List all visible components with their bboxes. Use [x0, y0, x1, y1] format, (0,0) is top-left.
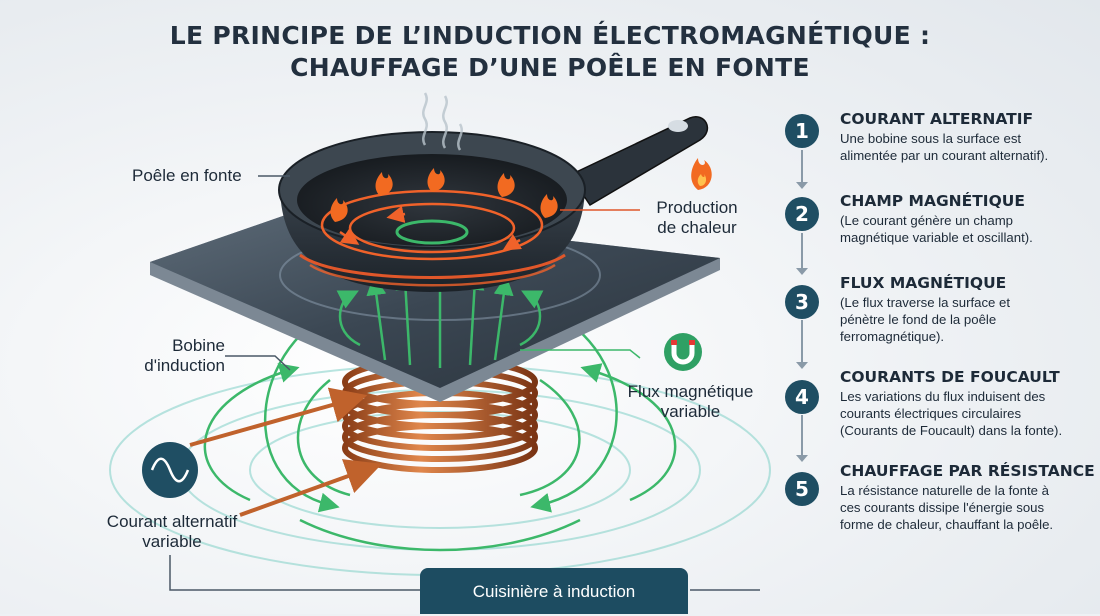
- step-2-line-2: magnétique variable et oscillant).: [840, 230, 1033, 245]
- label-heat-line-2: de chaleur: [657, 218, 737, 237]
- cooktop-banner: Cuisinière à induction: [420, 568, 688, 614]
- step-connector-arrow: [796, 455, 808, 462]
- label-heat: Production de chaleur: [652, 198, 742, 238]
- label-heat-line-1: Production: [656, 198, 738, 217]
- step-4-line-3: (Courants de Foucault) dans la fonte).: [840, 423, 1063, 438]
- field-lines-upper: [336, 268, 544, 368]
- step-2-text: (Le courant génère un champ magnétique v…: [840, 212, 1090, 246]
- step-5-title: CHAUFFAGE PAR RÉSISTANCE: [840, 462, 1095, 480]
- step-3-text: (Le flux traverse la surface et pénètre …: [840, 294, 1090, 345]
- label-current-line-1: Courant alternatif: [106, 512, 238, 531]
- step-3-title: FLUX MAGNÉTIQUE: [840, 274, 1007, 292]
- step-2-number: 2: [785, 197, 819, 231]
- sine-wave-icon: [142, 442, 198, 498]
- step-3-line-1: (Le flux traverse la surface et: [840, 295, 1011, 310]
- step-4-number: 4: [785, 380, 819, 414]
- step-1-text: Une bobine sous la surface est alimentée…: [840, 130, 1090, 164]
- step-4-text: Les variations du flux induisent des cou…: [840, 388, 1090, 439]
- leader-lines: [169, 175, 760, 591]
- step-5-line-3: forme de chaleur, chauffant la poêle.: [840, 517, 1054, 532]
- step-connector: [801, 233, 803, 268]
- step-connector: [801, 320, 803, 362]
- step-5-text: La résistance naturelle de la fonte à ce…: [840, 482, 1090, 533]
- title-line-2: CHAUFFAGE D’UNE POÊLE EN FONTE: [290, 53, 810, 82]
- pan-flames: [330, 168, 558, 222]
- step-2-title: CHAMP MAGNÉTIQUE: [840, 192, 1025, 210]
- step-5-line-2: ces courants dissipe l'énergie sous: [840, 500, 1045, 515]
- step-1-line-2: alimentée par un courant alternatif).: [840, 148, 1049, 163]
- supply-wires: [189, 387, 382, 517]
- step-3-line-3: ferromagnétique).: [840, 329, 945, 344]
- step-5-line-1: La résistance naturelle de la fonte à: [840, 483, 1049, 498]
- step-1-title: COURANT ALTERNATIF: [840, 110, 1034, 128]
- label-flux-line-2: variable: [660, 402, 721, 421]
- label-current-line-2: variable: [142, 532, 202, 551]
- step-connector-arrow: [796, 362, 808, 369]
- label-flux-line-1: Flux magnétique: [627, 382, 754, 401]
- step-4-title: COURANTS DE FOUCAULT: [840, 368, 1060, 386]
- step-5-number: 5: [785, 472, 819, 506]
- step-connector: [801, 415, 803, 455]
- step-connector-arrow: [796, 268, 808, 275]
- step-connector: [801, 150, 803, 182]
- title-line-1: LE PRINCIPE DE L’INDUCTION ÉLECTROMAGNÉT…: [169, 21, 931, 50]
- step-connector-arrow: [796, 182, 808, 189]
- label-current: Courant alternatif variable: [92, 512, 252, 552]
- label-coil-line-2: d'induction: [144, 356, 225, 375]
- label-coil: Bobine d'induction: [130, 336, 225, 376]
- step-3-line-2: pénètre le fond de la poêle: [840, 312, 997, 327]
- magnet-icon: [664, 333, 702, 371]
- step-3-number: 3: [785, 285, 819, 319]
- label-coil-line-1: Bobine: [172, 336, 225, 355]
- step-1-line-1: Une bobine sous la surface est: [840, 131, 1022, 146]
- label-flux: Flux magnétique variable: [618, 382, 763, 422]
- label-pan: Poêle en fonte: [132, 166, 242, 185]
- page-title: LE PRINCIPE DE L’INDUCTION ÉLECTROMAGNÉT…: [0, 20, 1100, 84]
- steam: [422, 92, 463, 151]
- step-4-line-2: courants électriques circulaires: [840, 406, 1022, 421]
- cooktop-plate: [150, 210, 720, 402]
- step-2-line-1: (Le courant génère un champ: [840, 213, 1014, 228]
- step-1-number: 1: [785, 114, 819, 148]
- step-4-line-1: Les variations du flux induisent des: [840, 389, 1046, 404]
- flame-icon: [691, 158, 712, 190]
